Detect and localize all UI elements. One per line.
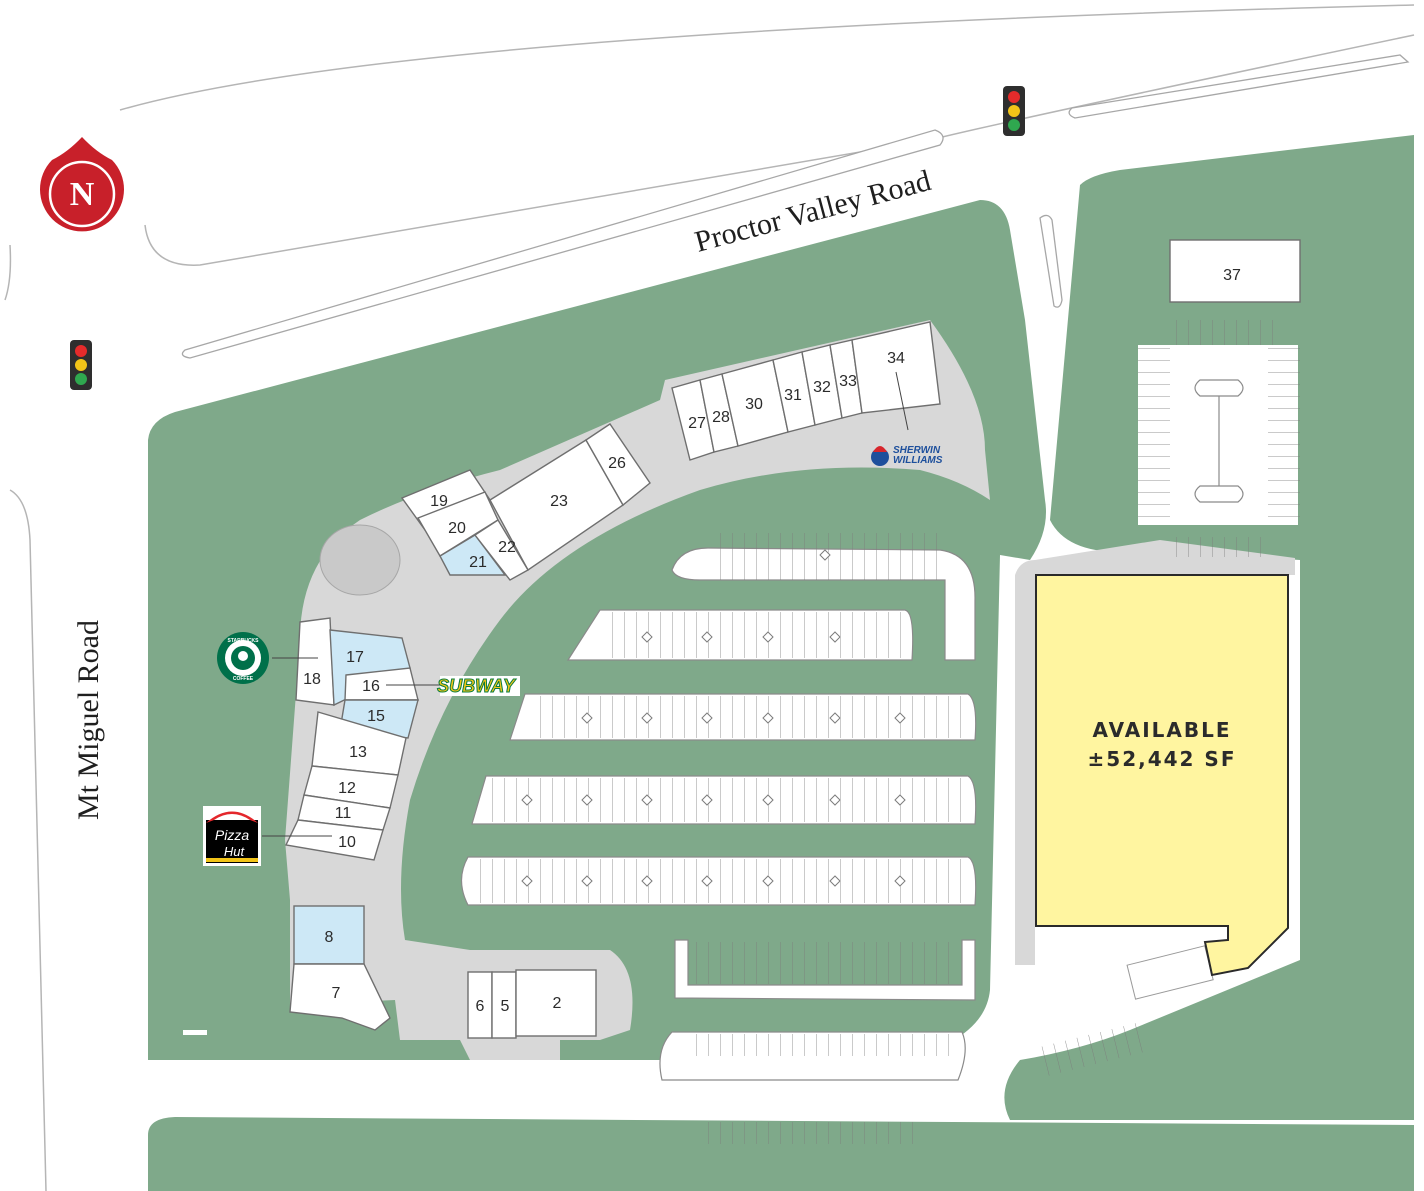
unit-label-15: 15	[367, 708, 385, 725]
unit-7[interactable]	[289, 963, 391, 1031]
unit-21[interactable]	[439, 534, 507, 576]
available-label: AVAILABLE	[1092, 718, 1231, 742]
unit-label-17: 17	[346, 649, 364, 666]
subway-logo: SUBWAY	[437, 676, 520, 697]
unit-label-2: 2	[553, 995, 562, 1012]
pizza-hut-text-1: Pizza	[215, 827, 249, 843]
sherwin-text-2: WILLIAMS	[893, 455, 943, 466]
unit-label-23: 23	[550, 493, 568, 510]
compass-letter: N	[70, 176, 95, 213]
road-label-mt-miguel: Mt Miguel Road	[72, 620, 105, 820]
unit-label-7: 7	[332, 985, 341, 1002]
starbucks-text-bottom: COFFEE	[233, 676, 254, 682]
parking-lot	[460, 320, 1300, 1144]
available-anchor-space[interactable]	[1035, 574, 1289, 977]
unit-18[interactable]	[295, 617, 335, 706]
unit-label-19: 19	[430, 493, 448, 510]
sherwin-williams-logo: SHERWIN WILLIAMS	[871, 445, 943, 466]
unit-label-5: 5	[501, 998, 510, 1015]
unit-label-11: 11	[335, 805, 352, 822]
starbucks-logo: STARBUCKS COFFEE	[217, 632, 269, 684]
unit-label-8: 8	[325, 929, 334, 946]
unit-6[interactable]	[467, 971, 493, 1039]
unit-label-31: 31	[784, 387, 802, 404]
unit-label-16: 16	[362, 678, 380, 695]
unit-label-26: 26	[608, 455, 626, 472]
subway-text: SUBWAY	[437, 676, 517, 696]
unit-label-27: 27	[688, 415, 706, 432]
unit-label-28: 28	[712, 409, 730, 426]
unit-label-32: 32	[813, 379, 831, 396]
unit-label-30: 30	[745, 396, 763, 413]
landscape-south	[148, 1117, 1414, 1191]
starbucks-text-top: STARBUCKS	[227, 638, 259, 644]
unit-label-33: 33	[839, 373, 857, 390]
landscape-east	[1004, 135, 1414, 1120]
unit-label-22: 22	[498, 539, 516, 556]
unit-label-6: 6	[476, 998, 485, 1015]
unit-2[interactable]	[515, 969, 597, 1037]
unit-label-12: 12	[338, 780, 356, 797]
unit-10[interactable]	[284, 819, 384, 861]
unit-8[interactable]	[293, 905, 365, 965]
pizza-hut-text-2: Hut	[224, 844, 246, 859]
unit-22[interactable]	[473, 519, 529, 581]
site-marker	[183, 1030, 207, 1035]
unit-34[interactable]	[851, 321, 941, 414]
available-size: ±52,442 SF	[1088, 747, 1237, 771]
pizza-hut-logo: Pizza Hut	[203, 806, 261, 866]
unit-label-18: 18	[303, 671, 321, 688]
unit-5[interactable]	[491, 971, 517, 1039]
callout-lines	[262, 371, 909, 837]
unit-label-34: 34	[887, 350, 905, 367]
traffic-signal-icon	[1003, 86, 1025, 136]
north-arrow-icon: N	[40, 137, 125, 232]
unit-labels: 27 28 30 31 32 33 34 26 23 19 20 22 21 1…	[303, 267, 1241, 1015]
unit-label-37: 37	[1223, 267, 1241, 284]
unit-26[interactable]	[585, 423, 651, 507]
unit-label-10: 10	[338, 834, 356, 851]
traffic-signal-icon	[70, 340, 92, 390]
unit-label-13: 13	[349, 744, 367, 761]
unit-37[interactable]	[1169, 239, 1301, 303]
unit-label-20: 20	[448, 520, 466, 537]
sherwin-text-1: SHERWIN	[893, 445, 941, 456]
unit-label-21: 21	[469, 554, 487, 571]
buildings	[284, 239, 1301, 1039]
